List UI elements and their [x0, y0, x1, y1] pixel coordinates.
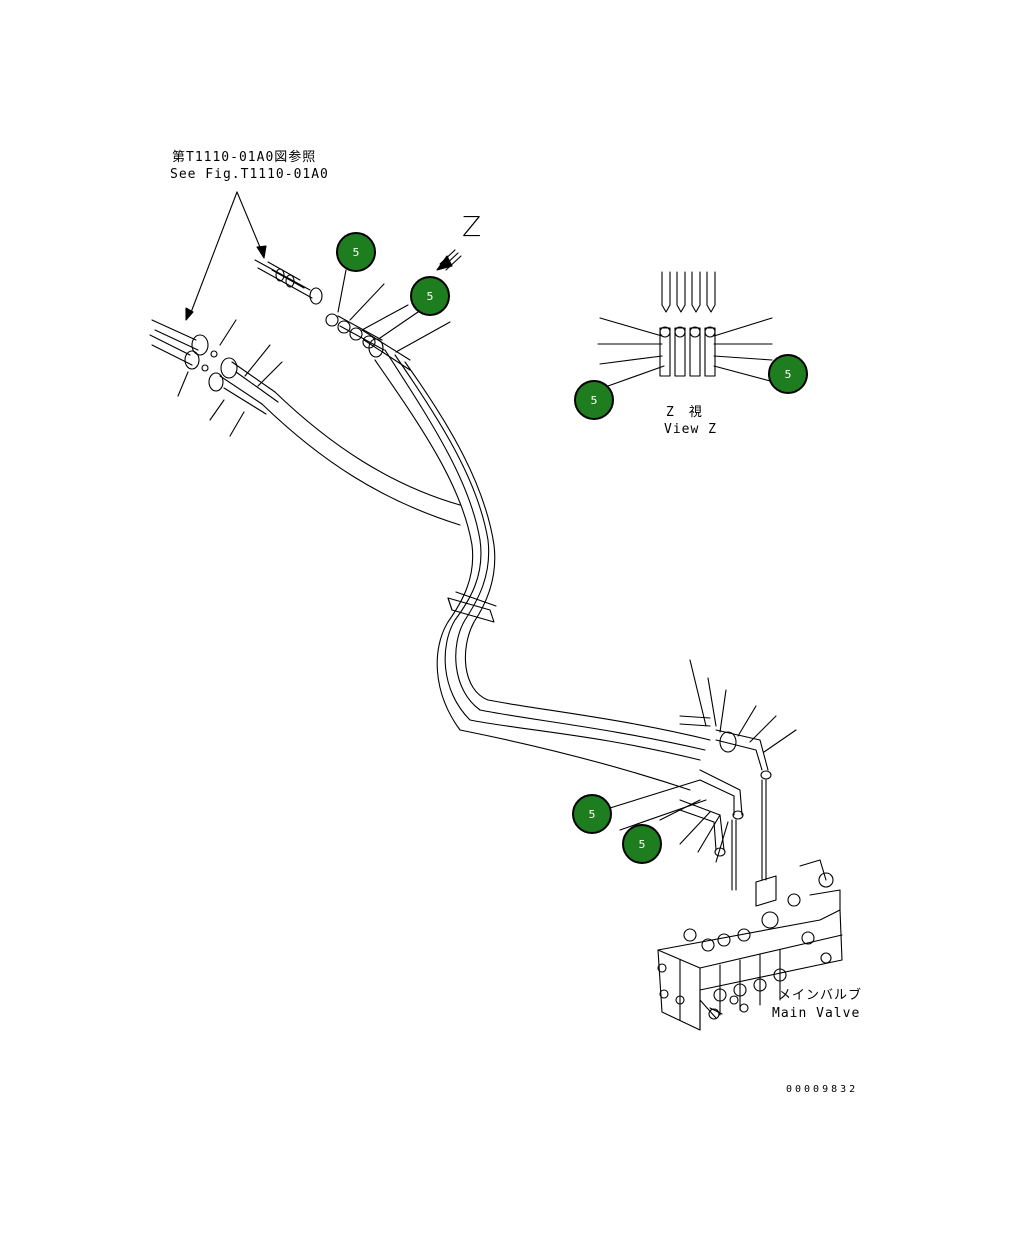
main-valve-label-en: Main Valve — [772, 1006, 861, 1021]
view-z-letter: Z — [462, 210, 482, 243]
hose-clamp — [447, 591, 497, 623]
document-id: 00009832 — [786, 1084, 859, 1095]
callout-5-lower-left[interactable]: 5 — [572, 794, 612, 834]
view-z-label-jp: Z 視 — [666, 405, 703, 420]
upper-hose-fittings — [254, 259, 323, 305]
see-fig-label-en: See Fig.T1110-01A0 — [170, 167, 329, 182]
callout-5-top-left[interactable]: 5 — [336, 232, 376, 272]
callout-5-view-z-left[interactable]: 5 — [574, 380, 614, 420]
callout-5-view-z-right[interactable]: 5 — [768, 354, 808, 394]
lower-hose-fittings — [609, 659, 797, 891]
main-valve-label-jp: メインバルブ — [778, 988, 863, 1003]
see-fig-label-jp: 第T1110-01A0図参照 — [172, 150, 317, 165]
upper-row-fittings — [325, 269, 711, 791]
main-valve-body — [657, 859, 843, 1031]
callout-5-lower-right[interactable]: 5 — [622, 824, 662, 864]
view-z-arrow — [436, 249, 462, 271]
left-hose-fittings — [149, 319, 461, 526]
reference-arrows — [185, 191, 267, 321]
view-z-detail — [597, 271, 775, 387]
callout-5-top-right[interactable]: 5 — [410, 276, 450, 316]
view-z-label-en: View Z — [664, 422, 717, 437]
